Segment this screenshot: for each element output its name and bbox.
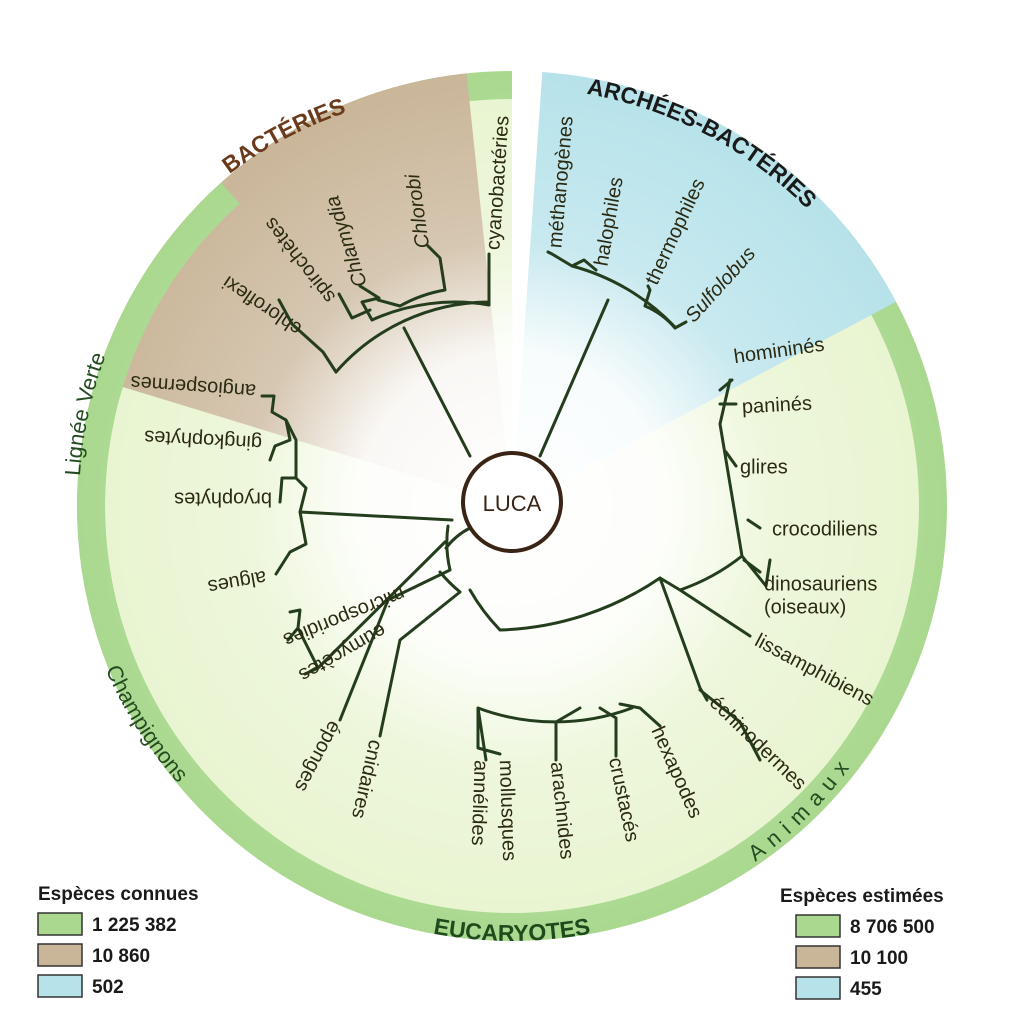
legend-estimated-species: Espèces estimées 8 706 500 10 100 455 [780,886,944,1000]
branch-lignee-verte [260,394,454,576]
taxon-label: glires [740,456,788,478]
branch-bacteries [277,244,491,458]
legend-value: 8 706 500 [850,917,935,938]
taxon-label: dinosauriens [764,573,877,595]
legend-swatch [37,974,83,998]
legend-known-species: Espèces connues 1 225 382 10 860 502 [37,884,199,998]
legend-value: 10 860 [92,946,150,967]
legend-swatch [795,945,841,969]
legend-estimated-title: Espèces estimées [780,886,944,907]
branch-archees [538,250,688,458]
luca-root-circle [461,451,563,553]
tree-branches [260,244,772,762]
legend-swatch [795,976,841,1000]
taxon-label: (oiseaux) [764,596,846,618]
taxon-label: paninés [741,393,812,419]
legend-value: 455 [850,979,882,1000]
branch-champignons [286,540,447,676]
legend-value: 1 225 382 [92,915,177,936]
luca-label: LUCA [483,491,542,516]
legend-swatch [37,912,83,936]
branch-animaux [338,378,772,762]
taxon-label: bryophytes [174,488,272,510]
legend-swatch [795,914,841,938]
legend-value: 10 100 [850,948,908,969]
legend-known-title: Espèces connues [38,884,199,905]
taxon-label: crocodiliens [772,518,878,540]
taxon-label: annélides [467,760,492,846]
legend-value: 502 [92,977,124,998]
legend-swatch [37,943,83,967]
taxon-label: mollusques [495,760,521,862]
